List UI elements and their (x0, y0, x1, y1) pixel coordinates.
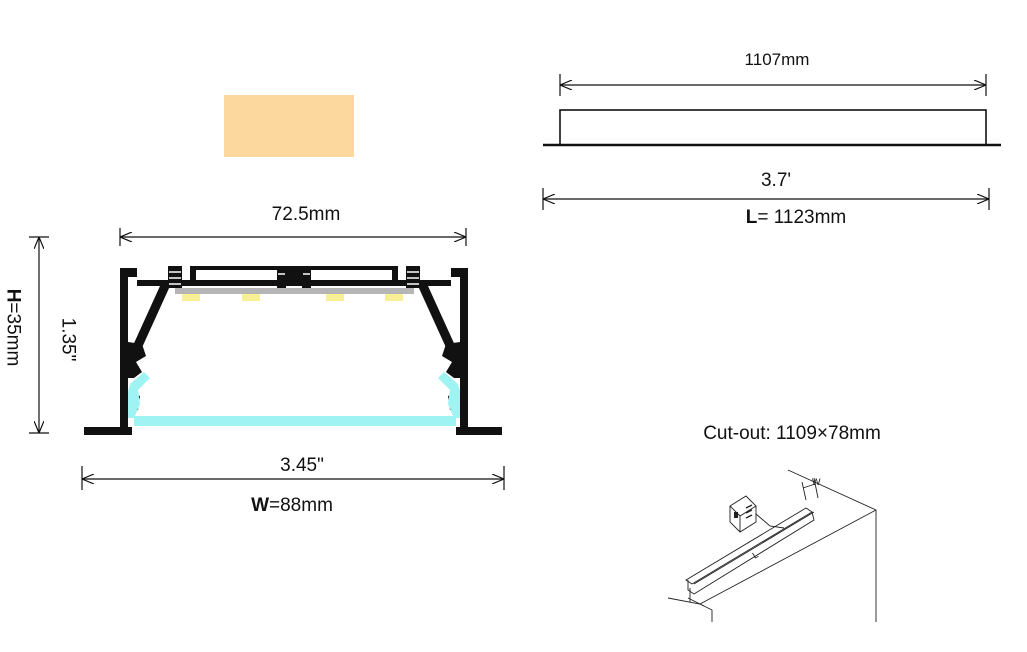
height-mm-key: H (2, 288, 24, 303)
diffuser-lens (128, 372, 460, 426)
length-mm-value: = 1123mm (757, 207, 847, 228)
width-in-label: 3.45" (280, 455, 324, 476)
right-diagonal-brace (418, 286, 458, 352)
length-ft-label: 3.7' (760, 170, 792, 191)
inner-length-dimension-line (559, 74, 987, 96)
length-mm-label: L= 1123mm (746, 208, 847, 227)
width-mm-label: W=88mm (251, 496, 333, 515)
width-mm-key: W (251, 495, 270, 516)
length-view (542, 74, 1001, 210)
cutout-size-label: Cut-out: 1109×78mm (703, 423, 881, 444)
left-flange (84, 427, 132, 435)
height-dimension-line (29, 236, 49, 434)
right-wall (451, 268, 468, 430)
height-mm-label: H=35mm (2, 288, 24, 367)
top-width-label: 72.5mm (271, 204, 341, 225)
cutout-illustration (667, 469, 877, 622)
right-flange (456, 427, 502, 435)
width-mm-value: =88mm (269, 495, 333, 516)
wall-corner (667, 597, 713, 622)
height-in-label: 1.35" (57, 317, 79, 362)
bottom-width-dimension-line (81, 466, 505, 490)
top-width-dimension-line (119, 228, 467, 246)
driver-box-icon (729, 495, 785, 533)
left-diagonal-brace (130, 286, 170, 352)
ceiling-edge (787, 469, 877, 622)
cutout-w-mark: W (812, 477, 821, 487)
inner-length-label: 1107mm (744, 50, 810, 69)
profile-body-side (559, 109, 987, 146)
led-pcb (175, 288, 414, 294)
height-mm-value: =35mm (2, 302, 24, 367)
total-length-dimension-line (542, 188, 990, 210)
left-wall (120, 268, 137, 430)
led-chips (182, 294, 403, 301)
color-temperature-swatch (224, 95, 354, 157)
profile-cross-section (29, 228, 505, 490)
length-mm-key: L (745, 207, 758, 228)
